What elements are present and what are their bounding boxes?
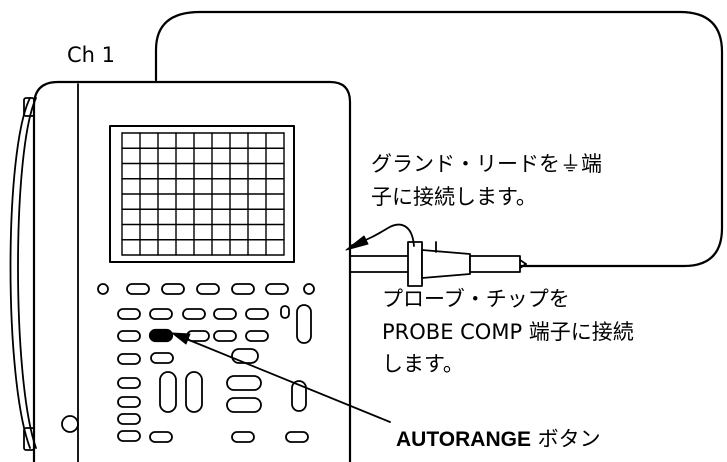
probe [349,241,527,287]
panel-button[interactable] [245,330,269,342]
panel-button[interactable] [117,308,141,320]
display-graticule [121,132,285,256]
ground-lead-text-1-end: 端 [581,152,602,176]
ground-lead-clip [345,235,369,251]
panel-button[interactable] [150,352,174,364]
panel-button[interactable] [213,308,237,320]
panel-button[interactable] [186,330,210,342]
autorange-label-rest: ボタン [530,427,601,451]
autorange-label: AUTORANGE ボタン [396,424,601,455]
panel-button[interactable] [149,431,173,443]
channel-label: Ch 1 [67,43,116,67]
autorange-pointer-line [183,337,391,423]
ground-lead-text-1: グランド・リードを [371,152,560,176]
display-screen [109,125,295,263]
panel-button[interactable] [117,413,141,425]
softkey-button[interactable] [161,283,185,295]
probe-cable [154,10,724,268]
panel-indicator[interactable] [97,283,109,295]
softkey-button[interactable] [265,283,289,295]
ground-icon: ⏚ [560,152,581,176]
panel-button[interactable] [117,396,141,408]
panel-button[interactable] [226,397,262,413]
autorange-button[interactable] [148,328,174,343]
panel-button[interactable] [149,308,173,320]
front-panel-buttons [97,283,315,443]
panel-button[interactable] [117,430,141,442]
softkey-button[interactable] [231,283,255,295]
softkey-button[interactable] [126,283,150,295]
autorange-pointer-arrowhead [171,332,191,345]
panel-rocker[interactable] [291,380,307,412]
panel-button[interactable] [117,353,141,365]
instrument-body [32,80,352,462]
panel-button[interactable] [280,305,290,319]
panel-button[interactable] [117,330,141,342]
panel-indicator[interactable] [303,283,315,295]
panel-button[interactable] [117,377,141,389]
probe-tip-instruction-line3: します。 [382,352,464,376]
panel-rocker[interactable] [159,371,177,413]
softkey-button[interactable] [196,283,220,295]
panel-button[interactable] [245,308,269,320]
panel-button[interactable] [226,375,262,391]
panel-button[interactable] [182,308,206,320]
panel-rocker[interactable] [296,304,312,344]
panel-button[interactable] [213,330,237,342]
panel-button[interactable] [231,348,259,364]
panel-button[interactable] [285,431,309,443]
ground-lead-instruction: グランド・リードを⏚端 [371,149,602,179]
panel-button[interactable] [231,431,255,443]
ground-lead-instruction-line2: 子に接続します。 [371,185,537,209]
probe-tip-instruction-line1: プローブ・チップを [382,287,570,311]
carry-handle [9,97,37,451]
panel-rocker[interactable] [185,371,203,413]
side-connector [61,415,79,433]
probe-tip-instruction-line2: PROBE COMP 端子に接続 [382,320,634,344]
autorange-label-bold: AUTORANGE [396,428,531,451]
